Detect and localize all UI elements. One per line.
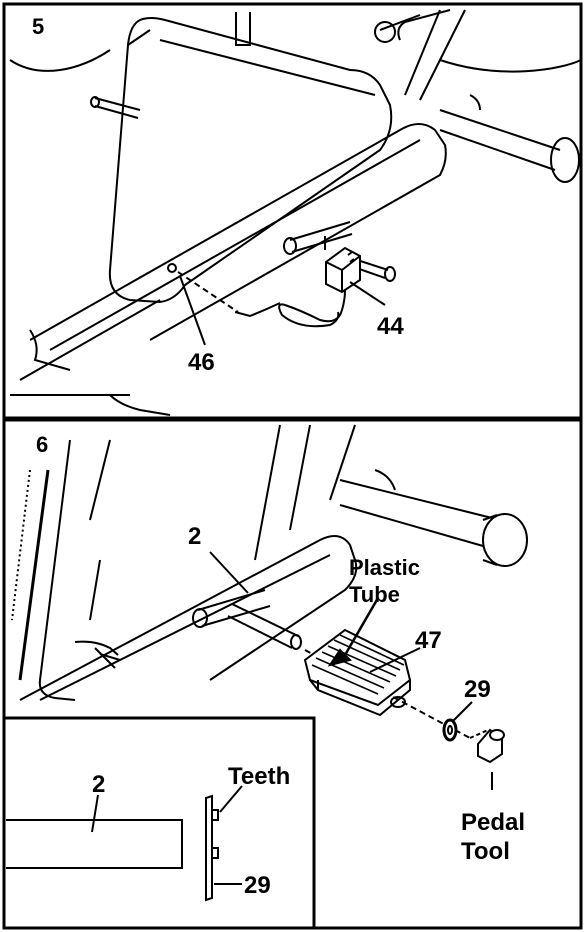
callout-44: 44 [377,313,404,340]
washer-29 [442,718,458,742]
inset-frame [2,716,316,930]
callout-29: 29 [464,676,491,703]
power-jack [167,263,177,273]
callout-pedal-tool-line2: Tool [461,838,510,865]
inset-label-29: 29 [244,872,271,899]
frame-end-cap [482,513,528,567]
pedal-tool [477,728,505,764]
panel-step-5-frame [2,2,583,420]
step-6-number: 6 [36,432,48,457]
callout-2: 2 [188,523,201,550]
callout-pedal-tool-line1: Pedal [461,809,525,836]
callout-46: 46 [188,349,215,376]
pedal-47 [303,628,412,717]
inset-label-teeth: Teeth [228,763,290,790]
inset-illustration [6,785,243,902]
callout-47: 47 [415,627,442,654]
step-5-illustration [9,9,582,416]
callout-plastic-tube-line2: Tube [349,582,400,607]
callout-plastic-tube-line1: Plastic [349,555,420,580]
step-5-number: 5 [32,14,44,39]
inset-label-2: 2 [92,771,105,798]
step-6-illustration [11,424,528,790]
